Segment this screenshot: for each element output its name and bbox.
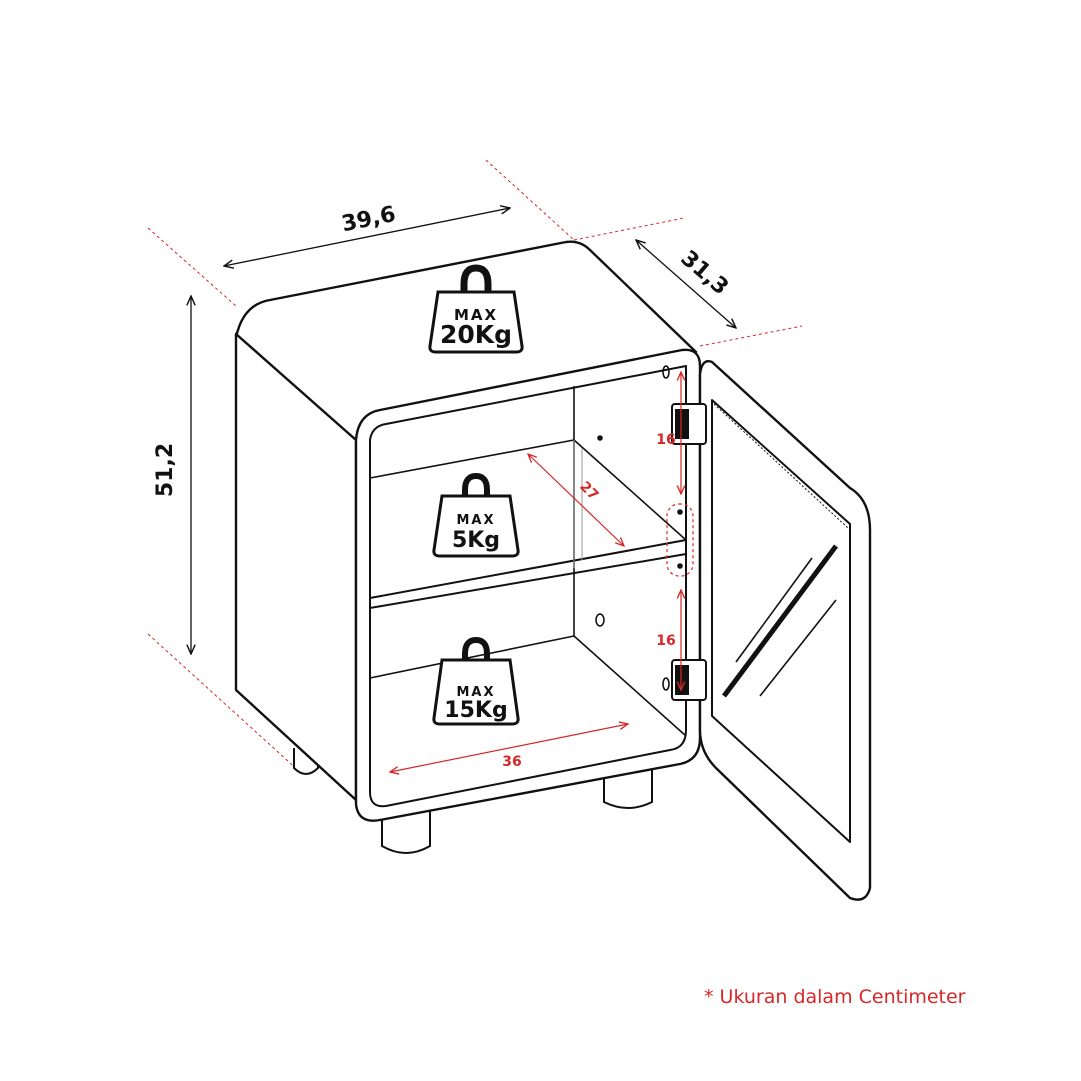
width-arrow xyxy=(224,208,510,266)
shelf-depth-arrow xyxy=(528,454,624,546)
weight-top-value: 20Kg xyxy=(440,320,512,349)
dimension-arrows xyxy=(191,208,736,654)
weight-shelf-max: MAX xyxy=(456,513,495,528)
weight-bottom-value: 15Kg xyxy=(444,698,507,723)
weight-shelf-value: 5Kg xyxy=(452,528,500,553)
leg-front-right xyxy=(603,770,653,809)
interior-measures xyxy=(390,372,694,772)
inner-width-label: 36 xyxy=(502,754,521,770)
shelf xyxy=(369,538,687,610)
door-glass xyxy=(711,399,851,843)
depth-arrow xyxy=(636,240,736,328)
door-panel xyxy=(698,360,872,901)
extension-lines xyxy=(147,159,803,773)
glass-reflection-2 xyxy=(721,544,839,698)
cabinet-door xyxy=(698,360,872,901)
unit-note: * Ukuran dalam Centimeter xyxy=(704,986,966,1008)
hinge-bottom-label: 16 xyxy=(656,633,675,649)
weight-bottom-max: MAX xyxy=(456,685,495,700)
glass-reflection-1 xyxy=(735,557,813,663)
cabinet-opening xyxy=(369,365,687,808)
shelf-pin-highlight xyxy=(666,503,694,577)
weight-icon-shelf: MAX 5Kg xyxy=(432,472,520,558)
hinge-top-label: 16 xyxy=(656,432,675,448)
inner-width-arrow xyxy=(390,724,628,772)
cabinet-legs xyxy=(293,748,653,854)
weight-top-max: MAX xyxy=(454,306,498,324)
weight-icon-bottom: MAX 15Kg xyxy=(432,636,520,726)
height-label: 51,2 xyxy=(153,443,178,497)
weight-icon-top: MAX 20Kg xyxy=(428,264,524,354)
cabinet-interior xyxy=(369,365,687,737)
depth-label: 31,3 xyxy=(676,246,733,300)
glass-reflection-3 xyxy=(759,599,837,697)
